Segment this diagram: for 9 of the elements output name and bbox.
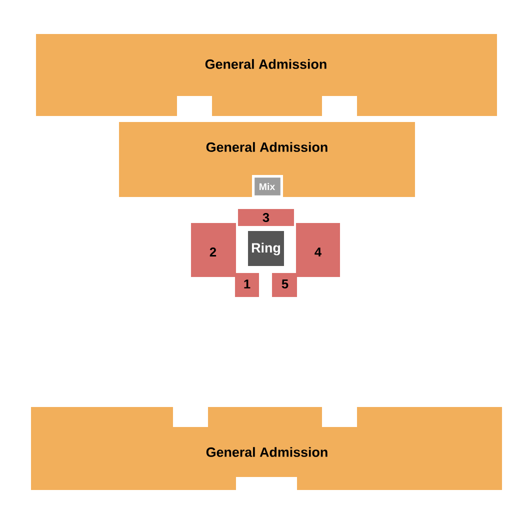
mix-position: Mix bbox=[253, 176, 282, 197]
seating-section: 3 bbox=[238, 209, 294, 226]
ring: Ring bbox=[248, 231, 284, 266]
seating-section: 1 bbox=[235, 273, 259, 297]
seating-section: General Admission bbox=[31, 407, 502, 490]
seating-section: 2 bbox=[191, 223, 236, 277]
seating-section: 5 bbox=[272, 273, 297, 297]
seating-section: 4 bbox=[296, 223, 340, 277]
seating-section: General Admission bbox=[36, 34, 497, 116]
